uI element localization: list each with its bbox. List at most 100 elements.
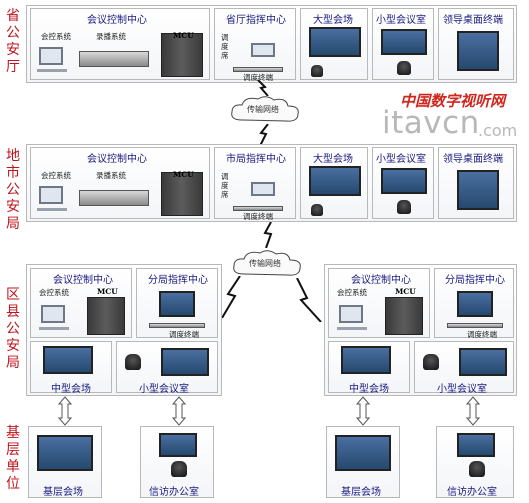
- county-left-branch-screen-icon: [159, 291, 195, 317]
- city-dispatch-terminal-icon: [233, 206, 283, 211]
- city-command-center: 市局指挥中心 调度席 调度终端: [214, 147, 296, 221]
- province-dispatch-screen-icon: [251, 43, 275, 57]
- province-leader-terminal-title: 领导桌面终端: [443, 15, 503, 26]
- province-leader-terminal: 领导桌面终端: [438, 8, 514, 80]
- county-left-terminal-label: 调度终端: [169, 330, 199, 339]
- county-left-control-center: 会议控制中心 会控系统 MCU: [30, 268, 132, 338]
- grassroots-left-venue-screen-icon: [37, 435, 93, 471]
- link-bolt-city-down-icon: [263, 222, 273, 248]
- grassroots-left-venue-title: 基层会场: [43, 487, 83, 498]
- city-mcu-icon: [161, 172, 203, 216]
- county-right-terminal-label: 调度终端: [467, 330, 497, 339]
- province-small-room: 小型会议室: [372, 8, 434, 80]
- province-control-system-label: 会控系统: [41, 32, 71, 41]
- county-right-control-center-title: 会议控制中心: [351, 275, 411, 286]
- county-right-mcu-label: MCU: [395, 287, 416, 296]
- city-large-venue: 大型会场: [300, 147, 368, 219]
- city-large-camera-icon: [311, 204, 323, 216]
- city-mcu-label: MCU: [173, 170, 194, 179]
- city-dispatch-seat-label: 调度席: [221, 172, 229, 199]
- network-cloud-top-icon: [231, 96, 299, 122]
- link-bolt-right-icon: [296, 278, 322, 322]
- county-left-control-system-label: 会控系统: [39, 288, 69, 297]
- arrow-right-petition-icon: [466, 396, 480, 426]
- county-right-small-camera-icon: [423, 354, 439, 370]
- county-left-small-screen-icon: [161, 348, 209, 376]
- county-right-branch-command-title: 分局指挥中心: [445, 275, 505, 286]
- county-right-branch-terminal-icon: [447, 323, 503, 328]
- county-right-small-screen-icon: [459, 348, 507, 376]
- city-dispatch-screen-icon: [251, 182, 275, 196]
- province-recorder-icon: [79, 51, 149, 67]
- city-leader-screen-icon: [457, 170, 499, 210]
- county-right-control-center: 会议控制中心 会控系统 MCU: [328, 268, 430, 338]
- grassroots-right-petition-screen-icon: [457, 433, 495, 457]
- county-left-small-room: 小型会议室: [116, 341, 218, 395]
- grassroots-right-petition: 信访办公室: [436, 426, 514, 498]
- side-label-city: 地市公安局: [6, 148, 20, 232]
- city-control-keyboard-icon: [37, 208, 67, 211]
- province-mcu-icon: [161, 33, 203, 77]
- county-left-mcu-label: MCU: [97, 287, 118, 296]
- network-cloud-middle-label: 传输网络: [249, 259, 281, 268]
- grassroots-left-petition-camera-icon: [171, 461, 187, 477]
- watermark-cn: 中国数字视听网: [400, 92, 506, 110]
- grassroots-left-venue: 基层会场: [28, 426, 102, 498]
- side-label-province: 省公安厅: [6, 8, 20, 75]
- city-small-room-title: 小型会议室: [376, 154, 426, 165]
- province-control-center-title: 会议控制中心: [87, 15, 147, 26]
- county-right-medium-venue-title: 中型会场: [349, 384, 389, 395]
- county-left-small-room-title: 小型会议室: [139, 384, 189, 395]
- city-control-center-title: 会议控制中心: [87, 154, 147, 165]
- county-right-branch-command: 分局指挥中心 调度终端: [434, 268, 514, 339]
- county-left-branch-command: 分局指挥中心 调度终端: [136, 268, 218, 339]
- city-small-screen-icon: [381, 168, 427, 194]
- county-left-small-camera-icon: [125, 354, 141, 370]
- grassroots-right-petition-camera-icon: [469, 461, 485, 477]
- county-left-control-center-title: 会议控制中心: [53, 275, 113, 286]
- county-left-branch-terminal-icon: [149, 323, 205, 328]
- county-left-medium-screen-icon: [43, 346, 93, 374]
- province-control-pc-icon: [39, 47, 63, 65]
- county-right-branch-screen-icon: [457, 291, 493, 317]
- province-large-venue: 大型会场: [300, 8, 368, 80]
- province-control-keyboard-icon: [37, 69, 67, 72]
- city-leader-terminal-title: 领导桌面终端: [443, 154, 503, 165]
- grassroots-right-venue-title: 基层会场: [341, 487, 381, 498]
- arrow-right-venue-icon: [356, 396, 370, 426]
- city-small-camera-icon: [397, 200, 411, 214]
- grassroots-left-petition-title: 信访办公室: [149, 487, 199, 498]
- county-left-keyboard-icon: [39, 327, 69, 330]
- link-bolt-top-upper-icon: [257, 80, 269, 96]
- province-leader-screen-icon: [457, 31, 499, 71]
- city-control-pc-icon: [39, 186, 63, 204]
- grassroots-left-petition-screen-icon: [159, 433, 197, 457]
- county-right-mcu-icon: [385, 297, 423, 335]
- county-right-small-room: 小型会议室: [414, 341, 514, 395]
- city-recorder-icon: [79, 190, 149, 206]
- city-large-venue-title: 大型会场: [313, 154, 353, 165]
- province-recording-system-label: 录播系统: [96, 32, 126, 41]
- city-terminal-label: 调度终端: [243, 212, 273, 221]
- county-left-pc-icon: [41, 305, 65, 323]
- province-large-screen-icon: [309, 27, 361, 57]
- arrow-left-petition-icon: [172, 396, 186, 426]
- province-small-screen-icon: [381, 29, 427, 55]
- county-left-medium-venue: 中型会场: [30, 341, 112, 395]
- county-right-medium-screen-icon: [341, 346, 391, 374]
- province-small-camera-icon: [397, 61, 411, 75]
- province-command-center-title: 省厅指挥中心: [226, 15, 286, 26]
- grassroots-right-petition-title: 信访办公室: [447, 487, 497, 498]
- province-mcu-label: MCU: [173, 31, 194, 40]
- county-left-branch-command-title: 分局指挥中心: [148, 275, 208, 286]
- city-command-center-title: 市局指挥中心: [226, 154, 286, 165]
- county-right-small-room-title: 小型会议室: [437, 384, 487, 395]
- link-bolt-left-icon: [221, 276, 241, 318]
- county-right-medium-venue: 中型会场: [328, 341, 410, 395]
- side-label-grassroots: 基层单位: [6, 425, 20, 492]
- province-dispatch-seat-label: 调度席: [221, 33, 229, 60]
- province-terminal-label: 调度终端: [243, 73, 273, 82]
- province-dispatch-terminal-icon: [233, 67, 283, 72]
- county-right-keyboard-icon: [337, 327, 367, 330]
- county-left-medium-venue-title: 中型会场: [51, 384, 91, 395]
